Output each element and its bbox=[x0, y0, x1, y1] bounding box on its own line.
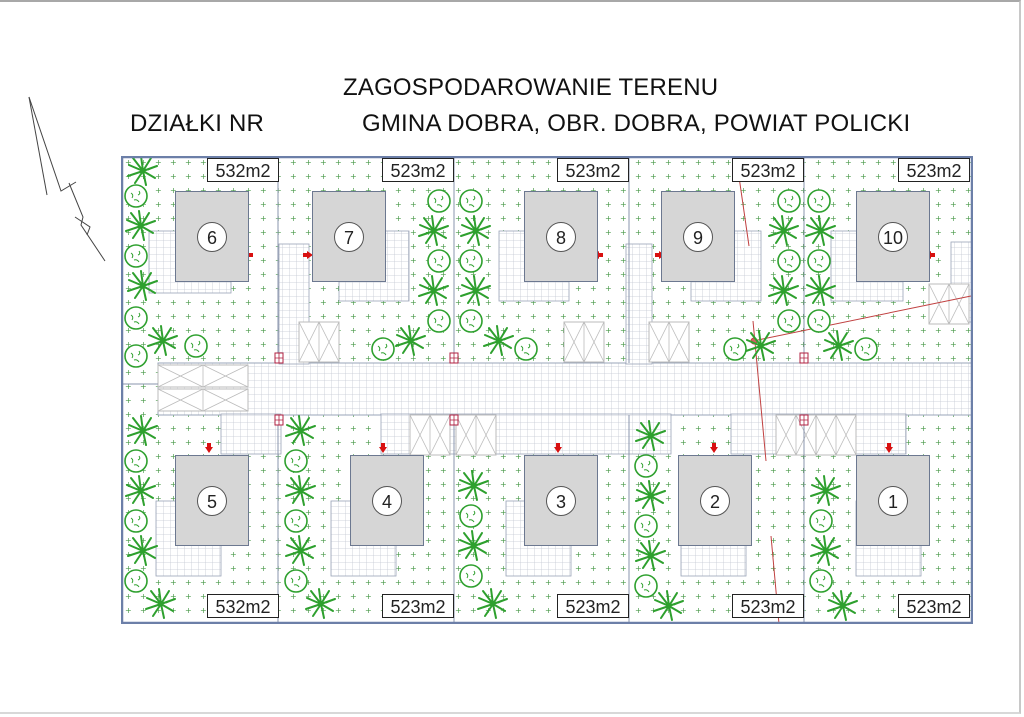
house-plot-1[interactable]: 1 bbox=[856, 455, 930, 546]
plot-area-label: 523m2 bbox=[898, 594, 970, 618]
drawing-title: ZAGOSPODAROWANIE TERENU bbox=[343, 74, 719, 101]
house-plot-5[interactable]: 5 bbox=[175, 455, 249, 546]
plot-number: 4 bbox=[372, 485, 402, 516]
north-arrow-icon bbox=[28, 96, 106, 262]
house-plot-10[interactable]: 10 bbox=[856, 191, 930, 282]
plot-area-label: 523m2 bbox=[382, 594, 454, 618]
house-plot-7[interactable]: 7 bbox=[312, 191, 386, 282]
plot-area-label: 523m2 bbox=[557, 158, 629, 182]
house-plot-9[interactable]: 9 bbox=[661, 191, 735, 282]
house-plot-6[interactable]: 6 bbox=[175, 191, 249, 282]
plot-number: 10 bbox=[878, 221, 908, 252]
plot-area-label: 523m2 bbox=[382, 158, 454, 182]
house-plot-8[interactable]: 8 bbox=[524, 191, 598, 282]
house-plot-4[interactable]: 4 bbox=[350, 455, 424, 546]
plot-numbers-label: DZIAŁKI NR bbox=[130, 110, 265, 137]
house-plot-2[interactable]: 2 bbox=[678, 455, 752, 546]
plot-number: 2 bbox=[700, 485, 730, 516]
plot-number: 8 bbox=[546, 221, 576, 252]
house-plot-3[interactable]: 3 bbox=[524, 455, 598, 546]
plot-number: 9 bbox=[683, 221, 713, 252]
plot-number: 6 bbox=[197, 221, 227, 252]
plot-number: 3 bbox=[546, 485, 576, 516]
site-plan: + bbox=[121, 156, 973, 624]
plot-number: 5 bbox=[197, 485, 227, 516]
plot-area-label: 532m2 bbox=[207, 594, 279, 618]
plot-area-label: 523m2 bbox=[732, 594, 804, 618]
plot-area-label: 532m2 bbox=[207, 158, 279, 182]
plot-area-label: 523m2 bbox=[557, 594, 629, 618]
plot-number: 7 bbox=[334, 221, 364, 252]
plot-area-label: 523m2 bbox=[732, 158, 804, 182]
plot-area-label: 523m2 bbox=[898, 158, 970, 182]
plot-number: 1 bbox=[878, 485, 908, 516]
location-label: GMINA DOBRA, OBR. DOBRA, POWIAT POLICKI bbox=[362, 110, 911, 137]
